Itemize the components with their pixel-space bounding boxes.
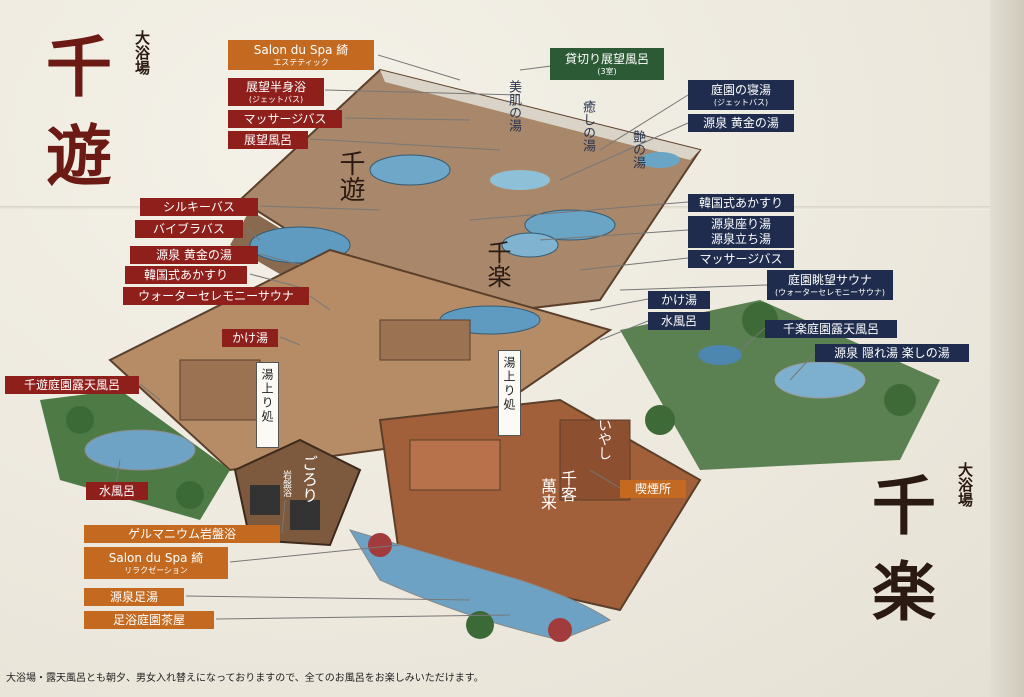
- tag-tsuyu: 艶の湯: [630, 130, 645, 169]
- label-kankoku-left: 韓国式あかすり: [125, 266, 247, 284]
- tag-banrai: 萬来: [538, 478, 557, 510]
- label-tenbo-hanshin: 展望半身浴 (ジェットバス): [228, 78, 324, 106]
- label-text: 韓国式あかすり: [698, 195, 783, 210]
- senraku-logo-big: 千 楽: [861, 472, 936, 623]
- label-text: かけ湯: [660, 292, 697, 307]
- page-edge: [990, 0, 1024, 697]
- label-gensen-kogane-right: 源泉 黄金の湯: [688, 114, 794, 132]
- label-sub: エステティック: [273, 57, 329, 67]
- label-senraku-rotenburo: 千楽庭園露天風呂: [765, 320, 897, 338]
- label-massage-bath-right: マッサージバス: [688, 250, 794, 268]
- tag-senyu-floor: 千遊: [335, 150, 365, 202]
- label-text: マッサージバス: [699, 251, 783, 266]
- tag-senkyaku: 千客: [558, 470, 577, 502]
- label-text: 展望半身浴: [245, 79, 306, 94]
- label-text: 千楽庭園露天風呂: [782, 321, 879, 336]
- label-mizuburo-right: 水風呂: [648, 312, 710, 330]
- label-text: 千遊庭園露天風呂: [23, 377, 120, 392]
- tag-senraku-floor: 千楽: [483, 240, 511, 288]
- label-text: Salon du Spa 綺: [108, 550, 204, 565]
- label-text: 源泉足湯: [109, 589, 158, 604]
- label-text: 喫煙所: [634, 481, 671, 496]
- label-text: Salon du Spa 綺: [253, 42, 349, 57]
- label-sub: リラクゼーション: [124, 565, 188, 575]
- senyu-logo-small: 大浴場: [133, 30, 151, 75]
- label-salon-esthe: Salon du Spa 綺 エステティック: [228, 40, 374, 70]
- label-gensen-ashiyu: 源泉足湯: [84, 588, 184, 606]
- tag-gorori: ごろり: [296, 455, 320, 503]
- label-mizuburo-left: 水風呂: [86, 482, 148, 500]
- label-smoking: 喫煙所: [620, 480, 686, 498]
- label-tenbo-furo: 展望風呂: [228, 131, 308, 149]
- label-kakeyu-left: かけ湯: [222, 329, 278, 347]
- senraku-logo: 大浴場 千 楽: [845, 460, 995, 630]
- label-text: 韓国式あかすり: [143, 267, 228, 282]
- tag-yuagari-left: 湯上り処: [256, 362, 279, 448]
- label-text: 源泉立ち湯: [710, 232, 771, 246]
- label-text: 足浴庭園茶屋: [112, 612, 185, 627]
- label-text: 水風呂: [98, 483, 135, 498]
- label-text: 源泉 黄金の湯: [703, 115, 779, 130]
- label-text: ウォーターセレモニーサウナ: [138, 288, 294, 303]
- label-text: バイブラバス: [153, 221, 225, 236]
- tag-iyashi: いやし: [596, 418, 612, 460]
- label-teien-sauna: 庭園眺望サウナ (ウォーターセレモニーサウナ): [767, 270, 893, 300]
- label-text: かけ湯: [231, 330, 268, 345]
- tag-biyu: 美肌の湯: [506, 80, 521, 132]
- label-sub: (3室): [597, 66, 617, 76]
- label-sub: (ウォーターセレモニーサウナ): [774, 287, 886, 297]
- label-vibra-bath: バイブラバス: [135, 220, 243, 238]
- label-sub: (ジェットバス): [713, 97, 769, 107]
- label-text: 水風呂: [660, 313, 697, 328]
- label-text: シルキーバス: [163, 199, 235, 214]
- label-water-ceremony-sauna: ウォーターセレモニーサウナ: [123, 287, 309, 305]
- senyu-logo: 大浴場 千 遊: [28, 22, 158, 192]
- label-text: マッサージバス: [243, 111, 327, 126]
- senyu-logo-big: 千 遊: [35, 32, 113, 187]
- label-silky-bath: シルキーバス: [140, 198, 258, 216]
- label-salon-relax: Salon du Spa 綺 リラクゼーション: [84, 547, 228, 579]
- label-kakeyu-right: かけ湯: [648, 291, 710, 309]
- label-text: ゲルマニウム岩盤浴: [127, 526, 236, 541]
- footer-note: 大浴場・露天風呂とも朝夕、男女入れ替えになっておりますので、全てのお風呂をお楽し…: [6, 673, 484, 684]
- label-text: 展望風呂: [243, 132, 292, 147]
- label-text: 源泉 黄金の湯: [156, 247, 232, 262]
- label-text: 庭園の寝湯: [710, 82, 771, 97]
- label-germanium: ゲルマニウム岩盤浴: [84, 525, 280, 543]
- label-gensen-zayu-tachiyu: 源泉座り湯 源泉立ち湯: [688, 216, 794, 248]
- label-gensen-kakureyu: 源泉 隠れ湯 楽しの湯: [815, 344, 969, 362]
- label-kankoku-right: 韓国式あかすり: [688, 194, 794, 212]
- tag-yuagari-center: 湯上り処: [498, 350, 521, 436]
- label-kashikiri: 貸切り展望風呂 (3室): [550, 48, 664, 80]
- tag-gorori-text: ごろり: [299, 455, 318, 503]
- tag-yuyu: 癒しの湯: [580, 100, 595, 152]
- label-sub: (ジェットバス): [248, 94, 304, 104]
- senraku-logo-small: 大浴場: [956, 462, 974, 507]
- tag-gorori-sub: 岩盤浴: [281, 470, 291, 497]
- label-text: 貸切り展望風呂: [564, 51, 649, 66]
- label-teien-neyu: 庭園の寝湯 (ジェットバス): [688, 80, 794, 110]
- label-text: 源泉座り湯: [710, 217, 771, 231]
- label-massage-bath-top: マッサージバス: [228, 110, 342, 128]
- label-ashiyu-chaya: 足浴庭園茶屋: [84, 611, 214, 629]
- label-text: 源泉 隠れ湯 楽しの湯: [834, 345, 950, 360]
- label-senyu-rotenburo: 千遊庭園露天風呂: [5, 376, 139, 394]
- label-text: 庭園眺望サウナ: [787, 272, 872, 287]
- label-gensen-kogane-left: 源泉 黄金の湯: [130, 246, 258, 264]
